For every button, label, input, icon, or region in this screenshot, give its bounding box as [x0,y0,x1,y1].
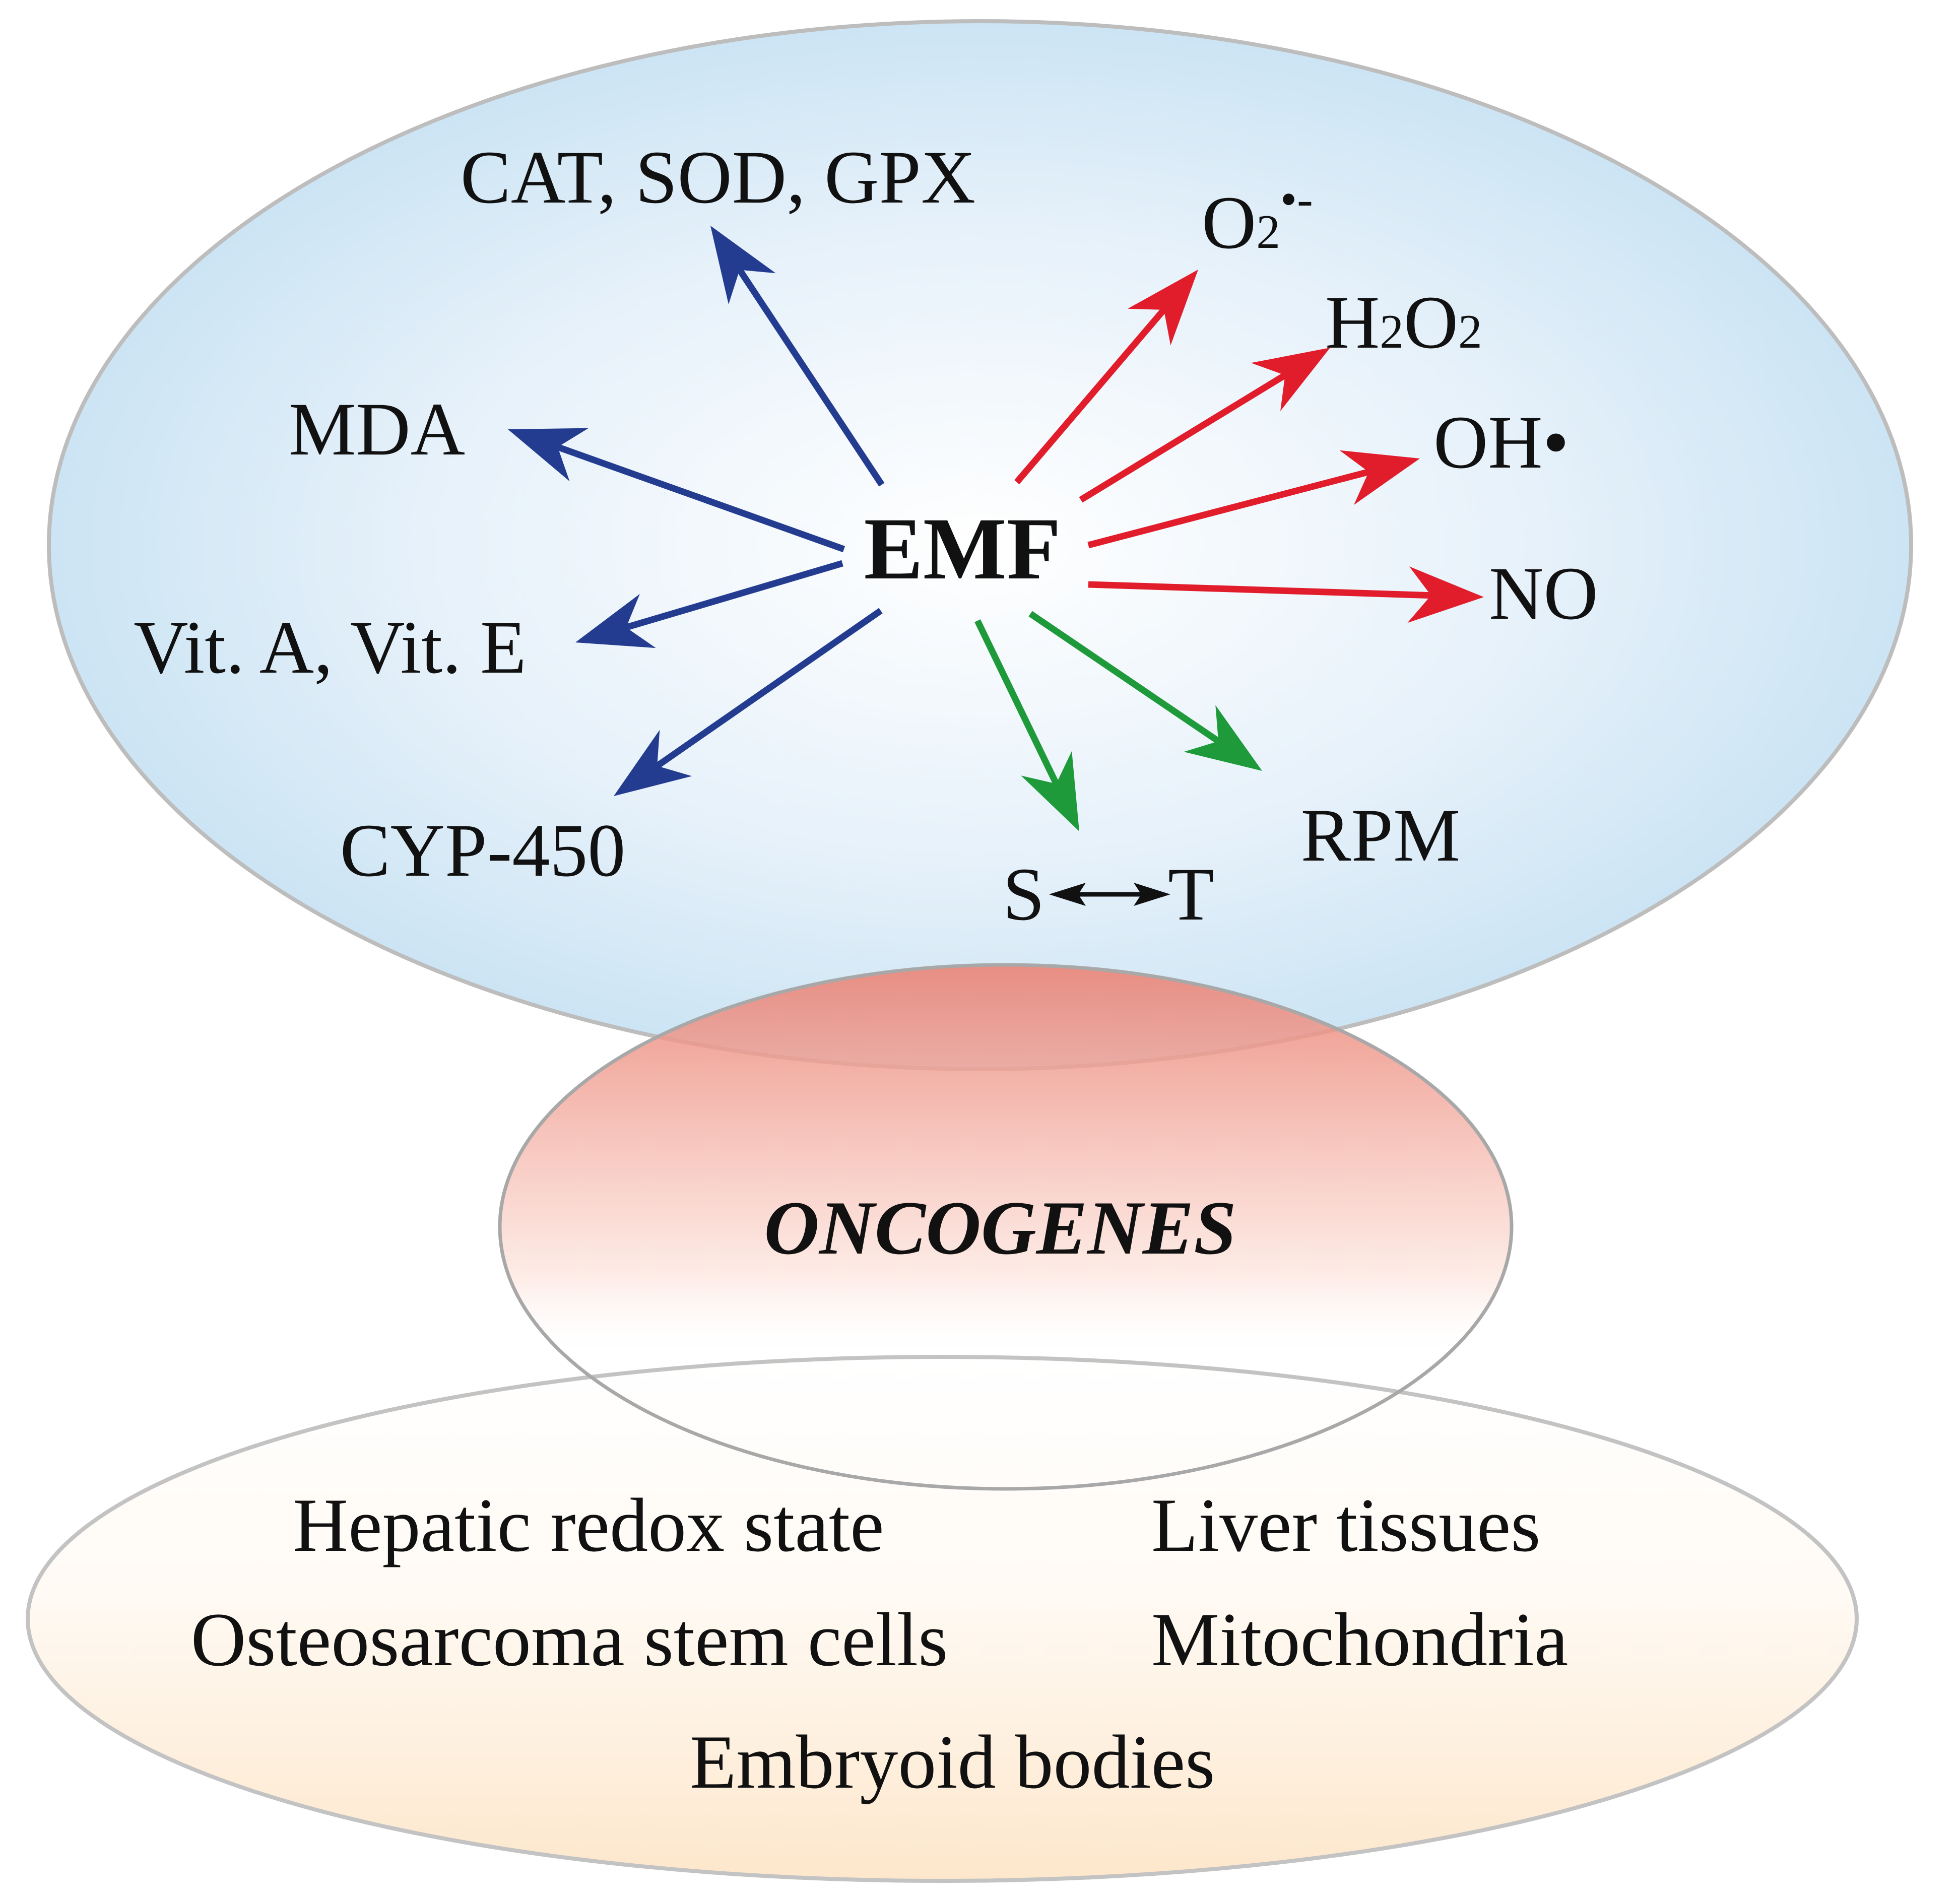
target-osteosarcoma: Osteosarcoma stem cells [191,1597,948,1682]
st-double-arrow [1049,883,1170,906]
peroxide-sub-2: 2 [1458,305,1482,358]
oncogenes-label: ONCOGENES [764,1186,1236,1270]
arrow-to-superoxide-shaft [1014,304,1170,485]
arrow-to-hydroxyl [1087,450,1420,549]
label-s: S [1003,853,1044,936]
arrow-to-mda-head [508,428,589,482]
arrows [508,226,1484,831]
target-hepatic-redox: Hepatic redox state [293,1483,884,1567]
arrow-to-s-t-shaft [974,619,1062,790]
arrow-to-vitamins [575,560,843,648]
label-mda: MDA [289,387,465,471]
label-cyp450: CYP-450 [340,809,626,892]
label-cat-sod-gpx: CAT, SOD, GPX [461,136,975,219]
emf-label: EMF [864,500,1061,598]
target-liver-tissues: Liver tissues [1151,1483,1541,1567]
target-mitochondria: Mitochondria [1151,1597,1568,1682]
label-superoxide: O2•- [1202,172,1313,265]
arrow-to-superoxide-head [1128,270,1198,346]
superoxide-sub: 2 [1256,205,1280,258]
arrow-to-s-t-head [1021,751,1079,831]
arrow-to-cat-sod-gpx-shaft [734,264,885,487]
arrow-to-nitric-oxide-head [1407,566,1484,623]
superoxide-base: O [1202,181,1256,265]
arrow-to-nitric-oxide [1088,566,1484,623]
label-rpm: RPM [1301,794,1461,877]
label-t: T [1168,853,1214,936]
arrow-to-rpm [1028,611,1262,771]
arrow-to-cat-sod-gpx [710,226,885,487]
peroxide-sub-1: 2 [1380,305,1404,358]
arrow-to-rpm-shaft [1028,611,1225,747]
arrow-to-superoxide [1014,270,1198,485]
arrow-to-cyp450-head [614,730,692,796]
arrow-to-vitamins-head [575,594,656,648]
superoxide-sup: •- [1280,172,1313,226]
label-vitamins: Vit. A, Vit. E [134,606,526,689]
arrow-to-mda [508,428,845,553]
arrow-to-cyp450-shaft [651,608,883,772]
arrow-to-cat-sod-gpx-head [710,226,776,304]
label-nitric-oxide: NO [1489,552,1598,635]
label-hydroxyl: OH• [1433,401,1569,484]
label-hydrogen-peroxide: H2O2 [1325,281,1482,364]
arrow-to-vitamins-shaft [620,560,843,632]
target-embryoid-bodies: Embryoid bodies [690,1720,1215,1804]
peroxide-o: O [1404,281,1458,364]
oncogenes-ellipse [498,963,1514,1491]
arrow-to-rpm-head [1184,705,1262,771]
arrow-to-hydrogen-peroxide [1079,348,1330,503]
arrow-to-cyp450 [614,608,883,796]
arrow-to-hydroxyl-shaft [1087,467,1375,549]
arrow-to-s-t [974,619,1079,831]
arrow-to-mda-shaft [552,442,845,553]
arrow-to-hydroxyl-head [1339,450,1420,505]
arrow-to-hydrogen-peroxide-shaft [1079,369,1291,503]
arrow-to-hydrogen-peroxide-head [1251,348,1330,411]
arrow-to-nitric-oxide-shaft [1088,581,1436,599]
peroxide-h: H [1325,281,1380,364]
